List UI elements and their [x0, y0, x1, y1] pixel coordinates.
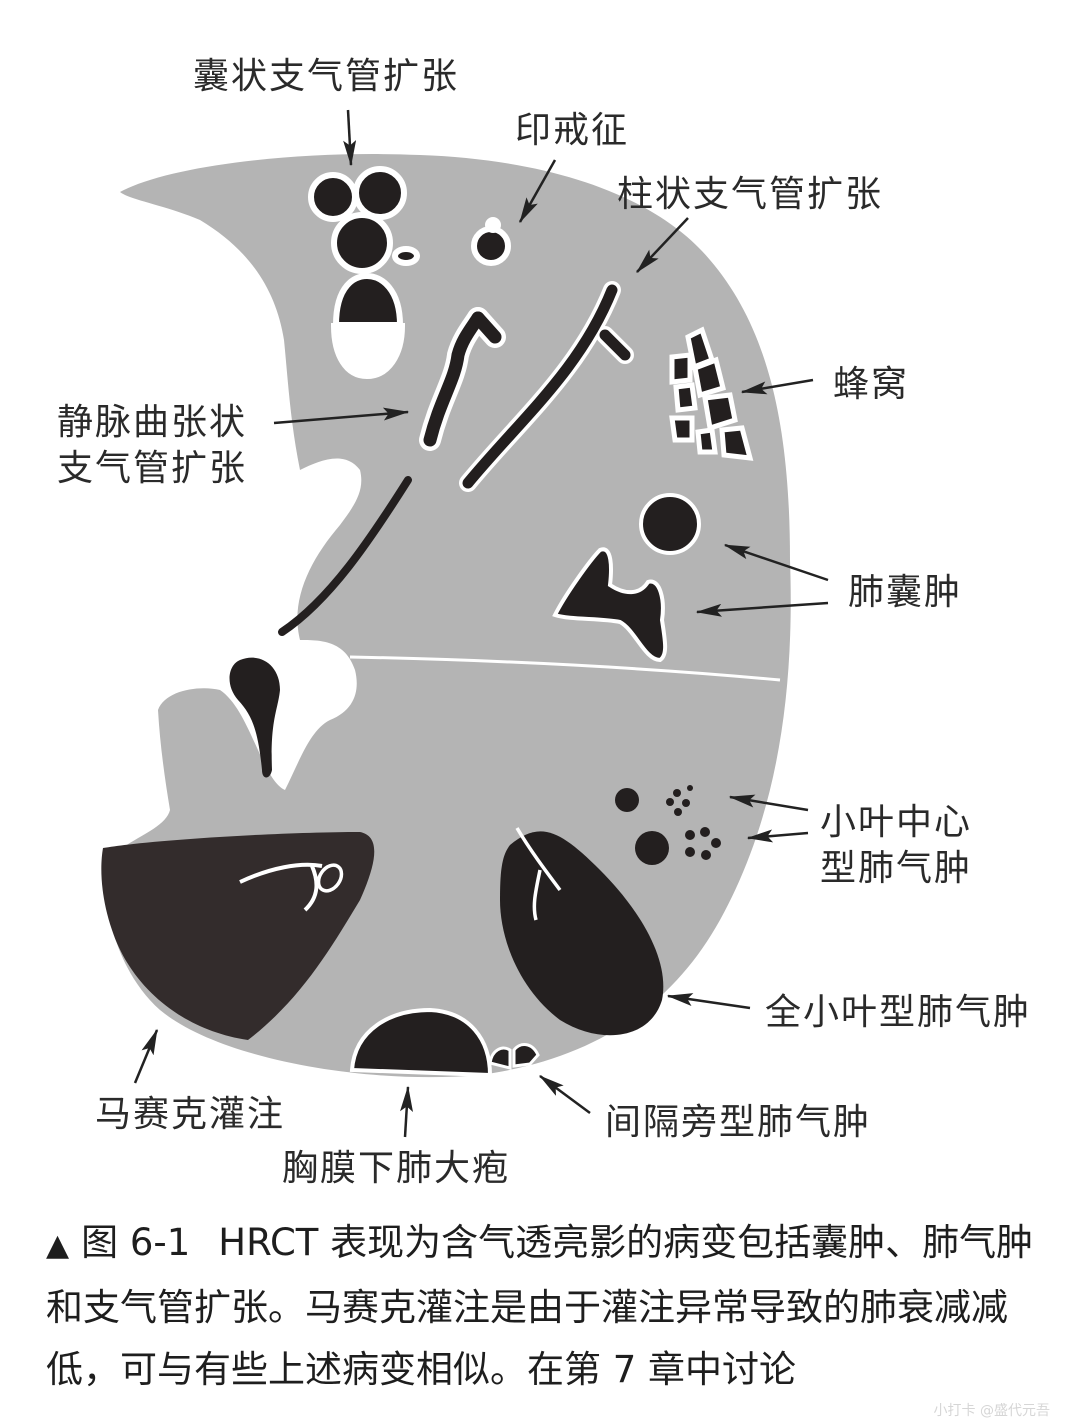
- figure-number: 图 6-1: [81, 1221, 191, 1264]
- teardrop-opacity: [229, 657, 280, 778]
- label-cylindrical-bronchiectasis: 柱状支气管扩张: [617, 174, 884, 215]
- panlobular-emphysema-region: [500, 831, 664, 1036]
- lung-cyst-round: [639, 493, 701, 555]
- cystic-bronchiectasis-cluster: [308, 166, 420, 380]
- triangle-marker-icon: ▲: [46, 1228, 70, 1263]
- annotation-arrows: [133, 109, 829, 1138]
- mosaic-perfusion-region: [101, 832, 375, 1040]
- centrilobular-emphysema: [615, 785, 721, 865]
- label-mosaic-perfusion: 马赛克灌注: [95, 1094, 286, 1135]
- watermark: 小打卡 @盛代元吾: [933, 1403, 1050, 1419]
- label-paraseptal-emphysema: 间隔旁型肺气肿: [605, 1102, 872, 1143]
- label-signet-ring-sign: 印戒征: [515, 110, 630, 151]
- label-panlobular-emphysema: 全小叶型肺气肿: [765, 992, 1032, 1033]
- label-cystic-bronchiectasis: 囊状支气管扩张: [193, 56, 460, 97]
- subpleural-bulla: [349, 1007, 493, 1078]
- label-subpleural-bulla: 胸膜下肺大疱: [282, 1148, 511, 1189]
- lung-cyst-irregular: [552, 547, 668, 663]
- fissure-line: [349, 655, 781, 682]
- label-lung-cyst: 肺囊肿: [848, 572, 963, 613]
- bronchus-lower-segment: [278, 476, 412, 636]
- signet-ring-sign: [471, 217, 511, 266]
- label-varicose-bronchiectasis: 静脉曲张状 支气管扩张: [57, 402, 248, 489]
- honeycombing: [669, 326, 754, 461]
- lung-diagram: [101, 109, 829, 1138]
- label-honeycombing: 蜂窝: [833, 364, 910, 405]
- paraseptal-emphysema: [488, 1043, 540, 1070]
- caption-text: HRCT 表现为含气透亮影的病变包括囊肿、肺气肿和支气管扩张。马赛克灌注是由于灌…: [46, 1221, 1034, 1391]
- label-centrilobular-emphysema: 小叶中心 型肺气肿: [820, 802, 973, 889]
